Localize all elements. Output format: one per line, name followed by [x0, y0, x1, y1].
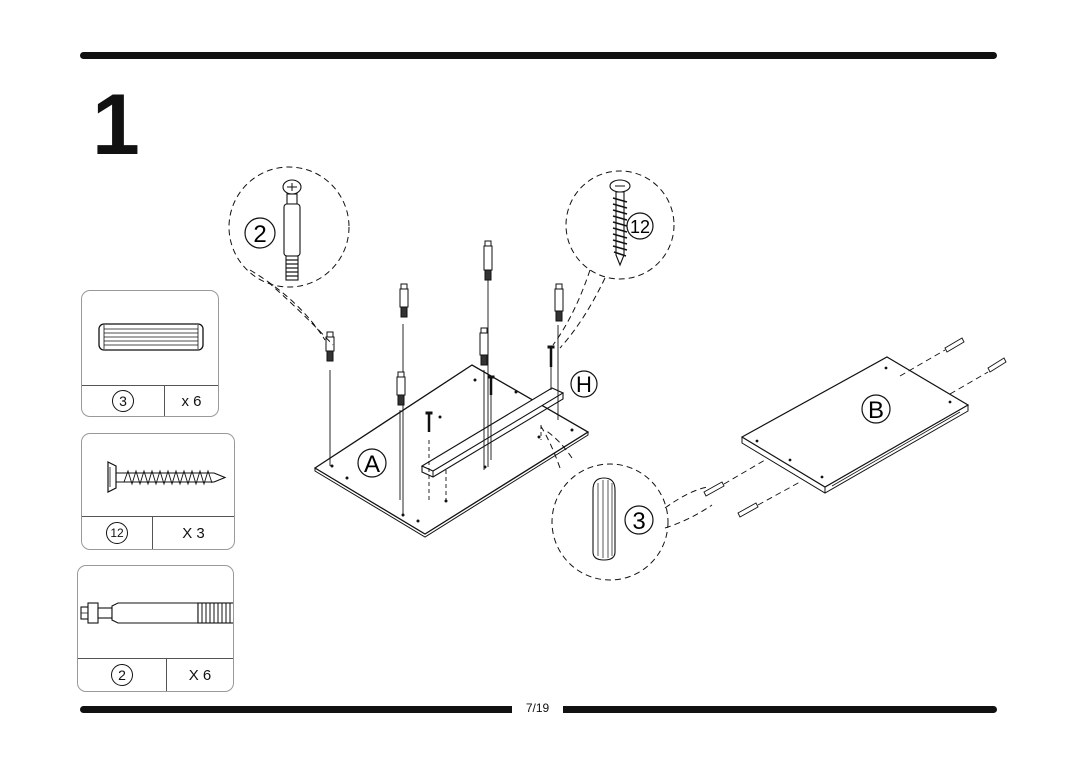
footer-rule-left	[80, 706, 512, 713]
part-card-screw: 12 X 3	[81, 433, 235, 550]
screws	[425, 345, 555, 432]
insertion-lines	[329, 280, 559, 515]
callout-dowel: 3	[539, 424, 713, 581]
screw-icon	[107, 461, 227, 493]
dowel-guides	[723, 349, 989, 506]
callout-screw: 12	[552, 170, 675, 349]
part-card-dowel: 3 x 6	[81, 290, 219, 417]
callout-id: 2	[253, 221, 266, 248]
part-quantity: x 6	[181, 392, 202, 410]
panel-label-h: H	[576, 372, 592, 397]
cam-bolts	[325, 240, 564, 406]
part-card-cam-bolt: 2 X 6	[77, 565, 234, 692]
panel-label-a: A	[364, 451, 380, 478]
part-id: 3	[112, 390, 134, 412]
footer-rule-right	[563, 706, 997, 713]
part-quantity: X 6	[188, 666, 212, 684]
part-id: 12	[106, 522, 128, 544]
panel-b: B	[740, 356, 970, 494]
page-number: 7/19	[525, 701, 550, 715]
step-number: 1	[92, 77, 140, 173]
callout-cam-bolt: 2	[228, 166, 350, 346]
part-id: 2	[111, 664, 133, 686]
cam-bolt-icon	[80, 602, 233, 624]
panel-label-b: B	[868, 397, 884, 424]
part-quantity: X 3	[182, 524, 205, 542]
callout-id: 3	[632, 508, 645, 535]
callout-id: 12	[630, 217, 650, 237]
dowel-icon	[98, 323, 204, 351]
dowels	[703, 337, 1007, 518]
header-rule	[80, 52, 997, 59]
